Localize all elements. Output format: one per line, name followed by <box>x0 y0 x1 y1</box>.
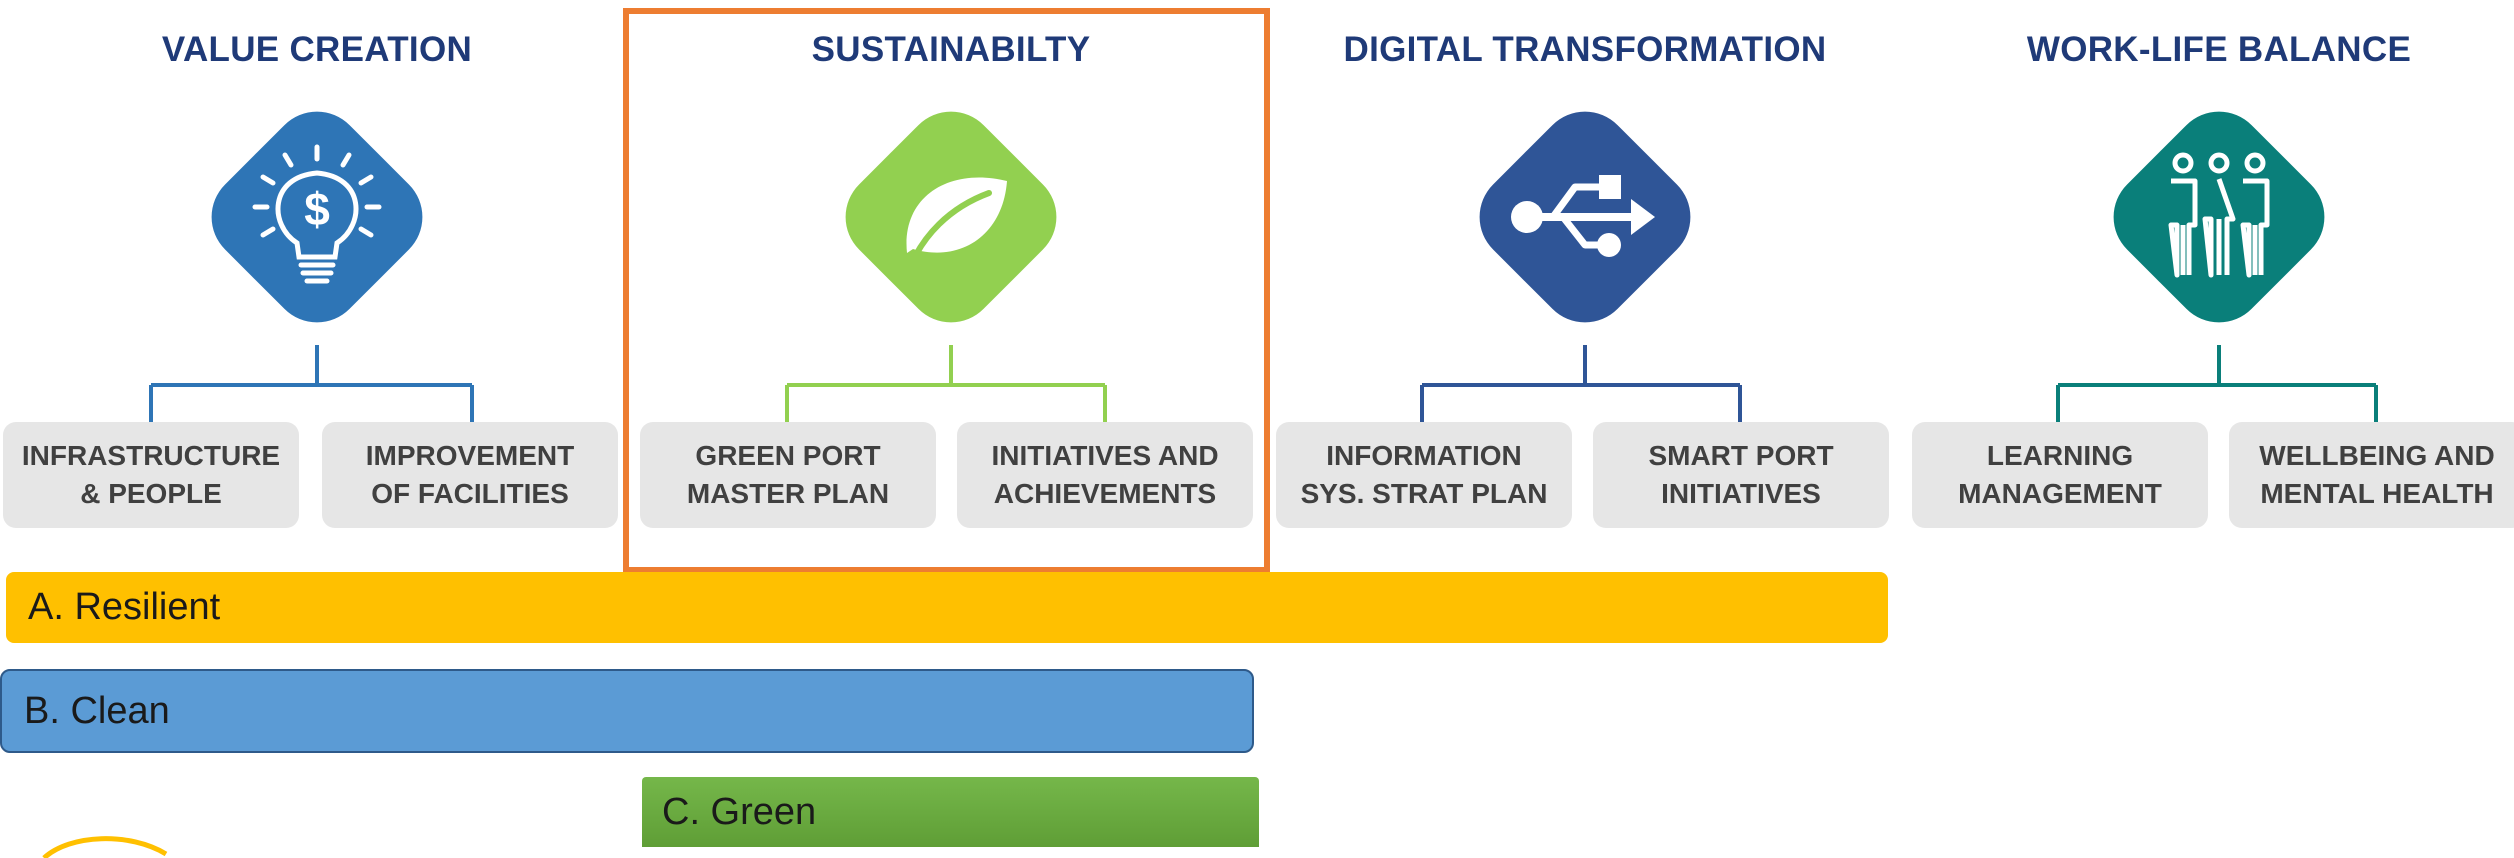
subitem-box: INFRASTRUCTURE & PEOPLE <box>3 422 299 528</box>
bar-label: C. Green <box>662 790 817 833</box>
lightbulb-dollar-icon: $ <box>211 111 423 323</box>
connector-lines <box>149 345 474 423</box>
bar-label: B. Clean <box>24 689 170 732</box>
leaf-icon <box>845 111 1057 323</box>
pillar-title: DIGITAL TRANSFORMATION <box>1343 30 1827 69</box>
pillar-value-creation: VALUE CREATION $ INFRASTRUCTURE & PEOP <box>0 0 634 540</box>
connector-lines <box>2056 345 2378 423</box>
subitem-box: LEARNING MANAGEMENT <box>1912 422 2208 528</box>
subitem-box: INFORMATION SYS. STRAT PLAN <box>1276 422 1572 528</box>
connector-lines <box>1420 345 1742 423</box>
subitem-box: WELLBEING AND MENTAL HEALTH <box>2229 422 2514 528</box>
bar-clean: B. Clean <box>0 669 1254 753</box>
usb-icon <box>1479 111 1691 323</box>
people-icon <box>2113 111 2325 323</box>
pillar-title: WORK-LIFE BALANCE <box>2026 30 2412 69</box>
logo-arc-icon <box>42 836 168 858</box>
bar-resilient: A. Resilient <box>6 572 1888 643</box>
svg-text:$: $ <box>304 183 330 235</box>
pillar-title: VALUE CREATION <box>161 30 473 69</box>
subitem-box: SMART PORT INITIATIVES <box>1593 422 1889 528</box>
subitem-box: GREEN PORT MASTER PLAN <box>640 422 936 528</box>
pillar-digital-transformation: DIGITAL TRANSFORMATION INFORMATION SYS. … <box>1268 0 1902 540</box>
subitem-box: IMPROVEMENT OF FACILITIES <box>322 422 618 528</box>
bar-green: C. Green <box>642 777 1259 847</box>
pillar-work-life-balance: WORK-LIFE BALANCE LEARNING MANAGEMENT WE… <box>1902 0 2514 540</box>
connector-lines <box>785 345 1107 423</box>
pillar-title: SUSTAINABILTY <box>811 30 1091 69</box>
subitem-box: INITIATIVES AND ACHIEVEMENTS <box>957 422 1253 528</box>
bar-label: A. Resilient <box>28 586 221 628</box>
sustainability-highlight-frame <box>623 8 1270 573</box>
pillar-sustainability: SUSTAINABILTY GREEN PORT MASTER PLAN INI… <box>634 0 1268 540</box>
